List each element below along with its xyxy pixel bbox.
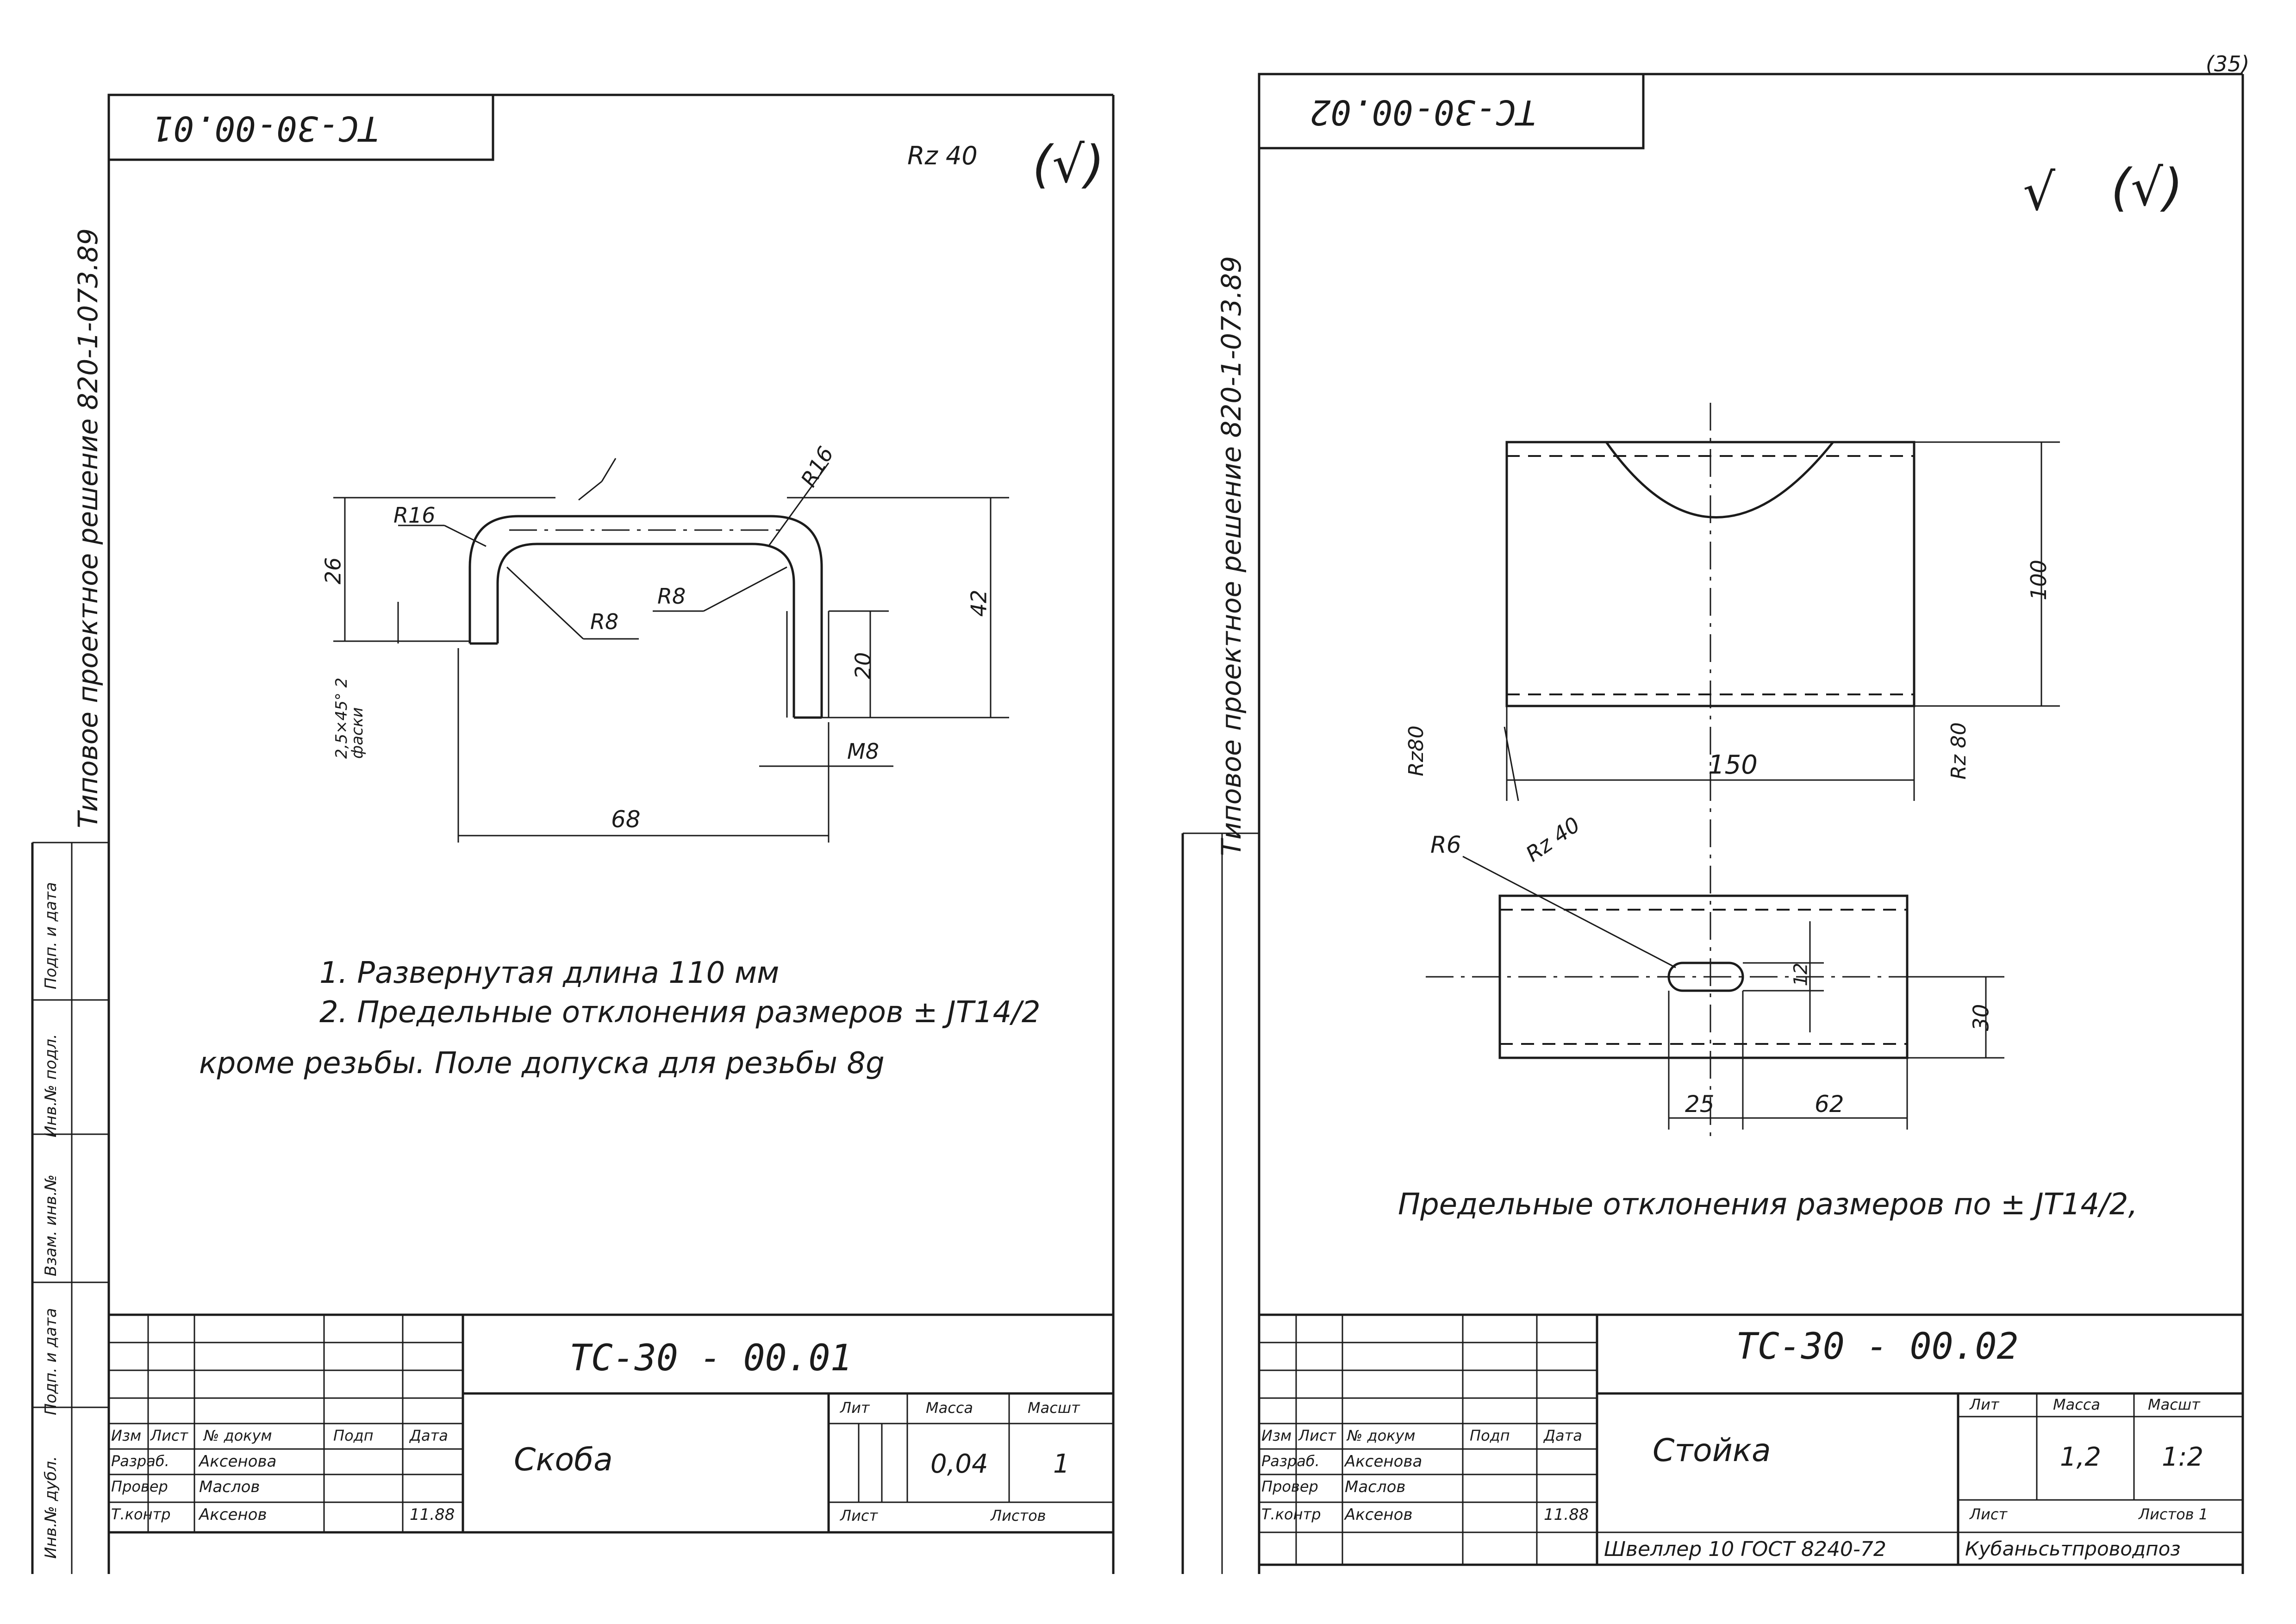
left-note-2: 2. Предельные отклонения размеров ± JT14…: [319, 995, 1041, 1030]
left-roughness-general: Rz 40: [907, 141, 978, 170]
left-header-sign: Подп: [333, 1427, 374, 1444]
left-person-3: Аксенов: [199, 1505, 267, 1524]
margin-label-3: Взам. инв.№: [42, 1174, 60, 1276]
dim-w62: 62: [1815, 1091, 1844, 1118]
left-mass-header: Масса: [926, 1399, 973, 1417]
right-scale-header: Масшт: [2148, 1396, 2200, 1413]
right-part-name: Стойка: [1653, 1432, 1771, 1469]
dim-w68: 68: [611, 806, 641, 833]
right-doc-code: ТС-30 - 00.02: [1736, 1326, 2019, 1368]
right-scale: 1:2: [2162, 1442, 2204, 1472]
left-header-date: Дата: [410, 1427, 448, 1444]
right-material: Швеллер 10 ГОСТ 8240-72: [1604, 1537, 1886, 1561]
right-person-3: Аксенов: [1345, 1505, 1413, 1524]
dim-h20: 20: [850, 652, 876, 680]
left-bracket-drawing: [333, 458, 1009, 843]
right-title-block: [1258, 1313, 2244, 1566]
dim-rz80-left: Rz80: [1404, 725, 1428, 776]
right-mass: 1,2: [2060, 1442, 2102, 1472]
left-lit-header: Лит: [840, 1399, 870, 1417]
dim-thread: M8: [847, 739, 879, 764]
right-header-list: Лист: [1298, 1427, 1336, 1444]
dim-h100: 100: [2026, 560, 2051, 600]
left-title-block: [107, 1313, 1115, 1534]
left-sheets-label: Листов: [991, 1507, 1046, 1524]
right-role-3: Т.контр: [1261, 1505, 1321, 1523]
left-role-2: Провер: [111, 1478, 168, 1495]
right-role-1: Разраб.: [1261, 1452, 1320, 1470]
dim-rz80-right: Rz 80: [1947, 722, 1971, 780]
right-header-date: Дата: [1544, 1427, 1582, 1444]
right-header-izm: Изм: [1261, 1427, 1292, 1444]
left-note-1: 1. Развернутая длина 110 мм: [319, 956, 780, 990]
right-stamp-code: ТС-30-00.02: [1310, 92, 1537, 132]
dim-w25: 25: [1685, 1091, 1715, 1118]
dim-h30: 30: [1968, 1004, 1994, 1031]
left-date: 11.88: [410, 1505, 455, 1524]
dim-r8-left: R8: [590, 609, 619, 634]
right-sheets-label: Листов 1: [2139, 1505, 2209, 1523]
dim-r6: R6: [1430, 831, 1461, 858]
left-mass: 0,04: [930, 1449, 988, 1479]
margin-label-1: Подп. и дата: [42, 882, 60, 989]
dim-h42: 42: [966, 589, 992, 617]
left-scale: 1: [1053, 1449, 1070, 1479]
right-header-sign: Подп: [1470, 1427, 1510, 1444]
left-scale-header: Масшт: [1028, 1399, 1080, 1417]
left-header-list: Лист: [150, 1427, 188, 1444]
right-role-2: Провер: [1261, 1478, 1318, 1495]
page-number: (35): [2206, 51, 2250, 76]
left-stamp-code: ТС-30-00.01: [153, 108, 380, 148]
dim-r16-left: R16: [393, 503, 436, 528]
right-note-1: Предельные отклонения размеров по ± JT14…: [1398, 1187, 2138, 1222]
right-organization: Кубаньсьтпроводпоз: [1965, 1537, 2181, 1560]
right-sheet-label: Лист: [1970, 1505, 2008, 1523]
right-mass-header: Масса: [2053, 1396, 2101, 1413]
margin-label-5: Инв.№ дубл.: [42, 1456, 60, 1559]
dim-slot: 12: [1790, 962, 1812, 987]
left-header-izm: Изм: [111, 1427, 142, 1444]
left-header-doc: № докум: [204, 1427, 272, 1444]
right-person-2: Маслов: [1345, 1478, 1406, 1496]
right-roughness-other: (√): [2111, 158, 2183, 217]
left-note-3: кроме резьбы. Поле допуска для резьбы 8g: [199, 1046, 885, 1081]
left-role-3: Т.контр: [111, 1505, 171, 1523]
left-side-stamp: Типовое проектное решение 820-1-073.89: [72, 228, 104, 828]
left-role-1: Разраб.: [111, 1452, 169, 1470]
dim-w150: 150: [1708, 750, 1758, 780]
margin-label-2: Инв.№ подл.: [42, 1034, 60, 1137]
left-person-1: Аксенова: [199, 1452, 277, 1471]
right-channel-drawing: [1426, 403, 2060, 1139]
left-sheet-label: Лист: [840, 1507, 878, 1524]
left-roughness-other: (√): [1032, 135, 1104, 194]
left-doc-code: ТС-30 - 00.01: [569, 1337, 852, 1379]
right-side-stamp: Типовое проектное решение 820-1-073.89: [1216, 256, 1247, 856]
dim-r8-right: R8: [657, 584, 686, 609]
right-person-1: Аксенова: [1345, 1452, 1423, 1471]
right-header-doc: № докум: [1347, 1427, 1416, 1444]
right-lit-header: Лит: [1970, 1396, 1999, 1413]
left-person-2: Маслов: [199, 1478, 260, 1496]
right-date: 11.88: [1544, 1505, 1589, 1524]
right-roughness-general: √: [2023, 162, 2056, 222]
dim-h26: 26: [320, 557, 346, 585]
left-part-name: Скоба: [514, 1442, 613, 1478]
margin-label-4: Подп. и дата: [42, 1308, 60, 1415]
dim-chamfer: 2,5×45° 2 фаски: [332, 677, 367, 759]
